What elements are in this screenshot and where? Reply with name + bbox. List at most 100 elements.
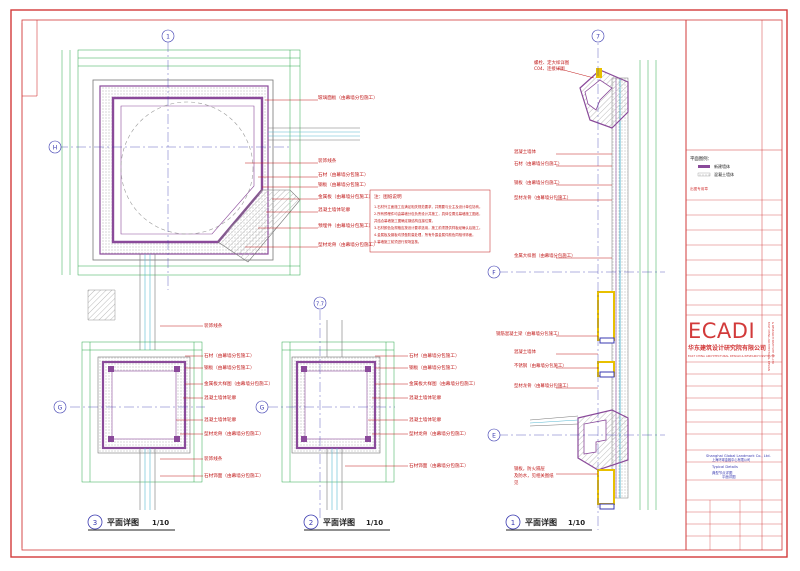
right-section-callouts: 螺栓、定大样详图 C04、连接详图 混凝土墙体 石材（由幕墙分包施工） 钢板（由… [496,59,575,486]
callout-text: 石材饰面（由幕墙分包施工） [409,462,469,469]
left-plan [70,325,205,510]
drawing-title-2: 2 平面详图 1/10 [303,514,390,531]
callout-text: 钢板（由幕墙分包施工） [409,364,460,371]
svg-text:7: 7 [596,34,600,41]
svg-text:7.7: 7.7 [316,302,324,308]
callout-text: 预埋件（由幕墙分包施工） [318,222,373,229]
drawing-title-3: 3 平面详图 1/10 [87,514,175,531]
svg-text:1: 1 [511,519,515,527]
callout-text: 金属板大样图（由幕墙分包施工） [409,380,478,387]
svg-text:& RESEARCH INSTITUTE CO.,LTD: & RESEARCH INSTITUTE CO.,LTD [771,322,775,364]
middle-plan-callouts: 石材（由幕墙分包施工） 钢板（由幕墙分包施工） 金属板大样图（由幕墙分包施工） … [409,352,478,469]
callout-text: 混凝土墙体轮廓 [409,416,442,423]
callout-text: 玻璃面板（由幕墙分包施工） [318,94,378,101]
callout-text: 混凝土墙体轮廓 [204,416,237,423]
note-line: 2.所有预埋件均由幕墙分包负责设计并施工，具体位置见幕墙施工图纸， [374,211,482,216]
svg-text:G: G [58,405,63,412]
drawing-scale: 1/10 [366,519,383,527]
drawing-title: 平面详图 [525,517,557,527]
legend-item: 混凝土墙体 [714,171,734,177]
callout-text: 金属板（由幕墙分包施工） [318,193,373,200]
svg-text:3: 3 [93,519,97,527]
svg-text:E: E [492,433,496,440]
callout-text: 见 [514,480,519,486]
stamp-label: 出图专用章 [690,186,708,191]
legend-item: 新建墙体 [714,163,730,169]
drawing-name-cn: 典型节点详图 [712,470,733,475]
note-line: 并结合幕墙施工图确定钢结构连接位置。 [374,218,435,223]
callout-text: 钢板（由幕墙分包施工） [514,179,562,186]
left-plan-callouts: 装饰线条 石材（由幕墙分包施工） 钢板（由幕墙分包施工） 金属板大样图（由幕墙分… [204,322,273,479]
callout-text: 型材龙骨（由幕墙分包施工） [514,194,571,201]
company-logo: ECADI [688,319,755,343]
callout-text: 及防水，见相关图纸 [514,472,554,479]
callout-text: 金属板大样图（由幕墙分包施工） [204,380,273,387]
grid-bubble-H: H [48,140,62,154]
callout-text: 装饰线条 [204,322,223,329]
grid-bubble-1: 1 [161,29,175,43]
middle-plan [268,310,408,520]
callout-text: 装饰线条 [204,455,223,462]
callout-text: 石材饰面（由幕墙分包施工） [204,472,264,479]
note-line: 4.金属板及钢板均须做防腐处理，所有外露金属件颜色同相邻饰面。 [374,232,476,237]
callout-text: 金属大样图（由幕墙分包施工） [514,252,575,259]
drawing-scale: 1/10 [152,519,169,527]
callout-text: C04、连接详图 [534,65,565,72]
callout-text: 混凝土墙体轮廓 [318,206,351,213]
note-line: 1.石材外立面施工应满足相关规范要求，并需要与业主及设计单位协商。 [374,204,482,209]
svg-text:1: 1 [166,34,170,41]
callout-text: 混凝土墙体轮廓 [204,394,237,401]
grid-bubble-7: 7 [591,29,605,43]
right-section [498,30,665,530]
drawing-scale: 1/10 [568,519,585,527]
callout-text: 钢板（由幕墙分包施工） [204,364,255,371]
company-name-en: EAST CHINA ARCHITECTURAL DESIGN & RESEAR… [688,354,775,358]
callout-text: 石材（由幕墙分包施工） [318,171,369,178]
drawing-title: 平面详图 [323,517,355,527]
callout-text: 型材龙骨（由幕墙分包施工） [204,430,264,437]
svg-text:F: F [492,270,496,277]
svg-text:G: G [260,405,265,412]
callout-text: 混凝土墙体 [514,148,537,155]
svg-text:2: 2 [309,519,313,527]
callout-text: 型材龙骨（由幕墙分包施工） [514,382,571,389]
note-line: 3.石材颜色及规格应按设计要求选用，施工前须提供样板经确认后施工。 [374,225,482,230]
grid-bubble-7.7: 7.7 [313,296,327,310]
callout-text: 石材（由幕墙分包施工） [409,352,460,359]
notes-title: 注：图纸说明 [374,193,402,200]
callout-text: 石材（由幕墙分包施工） [514,160,562,167]
notes-box: 注：图纸说明 1.石材外立面施工应满足相关规范要求，并需要与业主及设计单位协商。… [369,189,491,253]
drawing-name-cn-2: 平面详图 [722,474,736,479]
grid-bubble-G-left: G [53,400,67,414]
callout-text: 混凝土墙体 [514,348,537,355]
project-name-cn: 上海环球金融中心有限公司 [712,457,750,462]
callout-text: 石材（由幕墙分包施工） [204,352,255,359]
legend-title: 平面图例： [690,155,712,162]
drawing-name: Typical Details [711,465,738,469]
svg-text:EAST CHINA ARCHITECTURAL DESIG: EAST CHINA ARCHITECTURAL DESIGN [767,322,771,371]
callout-text: 型材龙骨（由幕墙分包施工） [318,241,378,248]
grid-bubble-F: F [487,265,501,279]
drawing-title: 平面详图 [107,517,139,527]
note-line: 5.幕墙施工前须进行现场复核。 [374,239,421,244]
callout-text: 不锈钢（由幕墙分包施工） [514,362,567,369]
company-name-cn: 华东建筑设计研究院有限公司 [688,344,766,352]
top-plan [58,42,360,350]
callout-text: 钢筋混凝土梁（由幕墙分包施工） [496,330,562,337]
callout-text: 型材龙骨（由幕墙分包施工） [409,430,469,437]
grid-bubbles: 1 H 7.7 G G 7 F E [48,29,605,442]
callout-text: 混凝土墙体轮廓 [409,394,442,401]
sheet-border [10,9,788,558]
callout-text: 钢板（由幕墙分包施工） [318,181,369,188]
grid-bubble-G-mid: G [255,400,269,414]
callout-text: 钢板，防火隔层 [514,465,545,472]
project-name: Shanghai Global Landmark Co., Ltd. [706,454,771,458]
title-block: 平面图例： 新建墙体 混凝土墙体 ECADI EAST CHINA ARCHIT… [685,20,782,550]
callout-text: 装饰线条 [318,157,337,164]
svg-text:H: H [53,145,58,152]
drawing-title-1: 1 平面详图 1/10 [505,514,592,531]
grid-bubble-E: E [487,428,501,442]
top-plan-callouts: 玻璃面板（由幕墙分包施工） 装饰线条 石材（由幕墙分包施工） 钢板（由幕墙分包施… [318,94,378,248]
